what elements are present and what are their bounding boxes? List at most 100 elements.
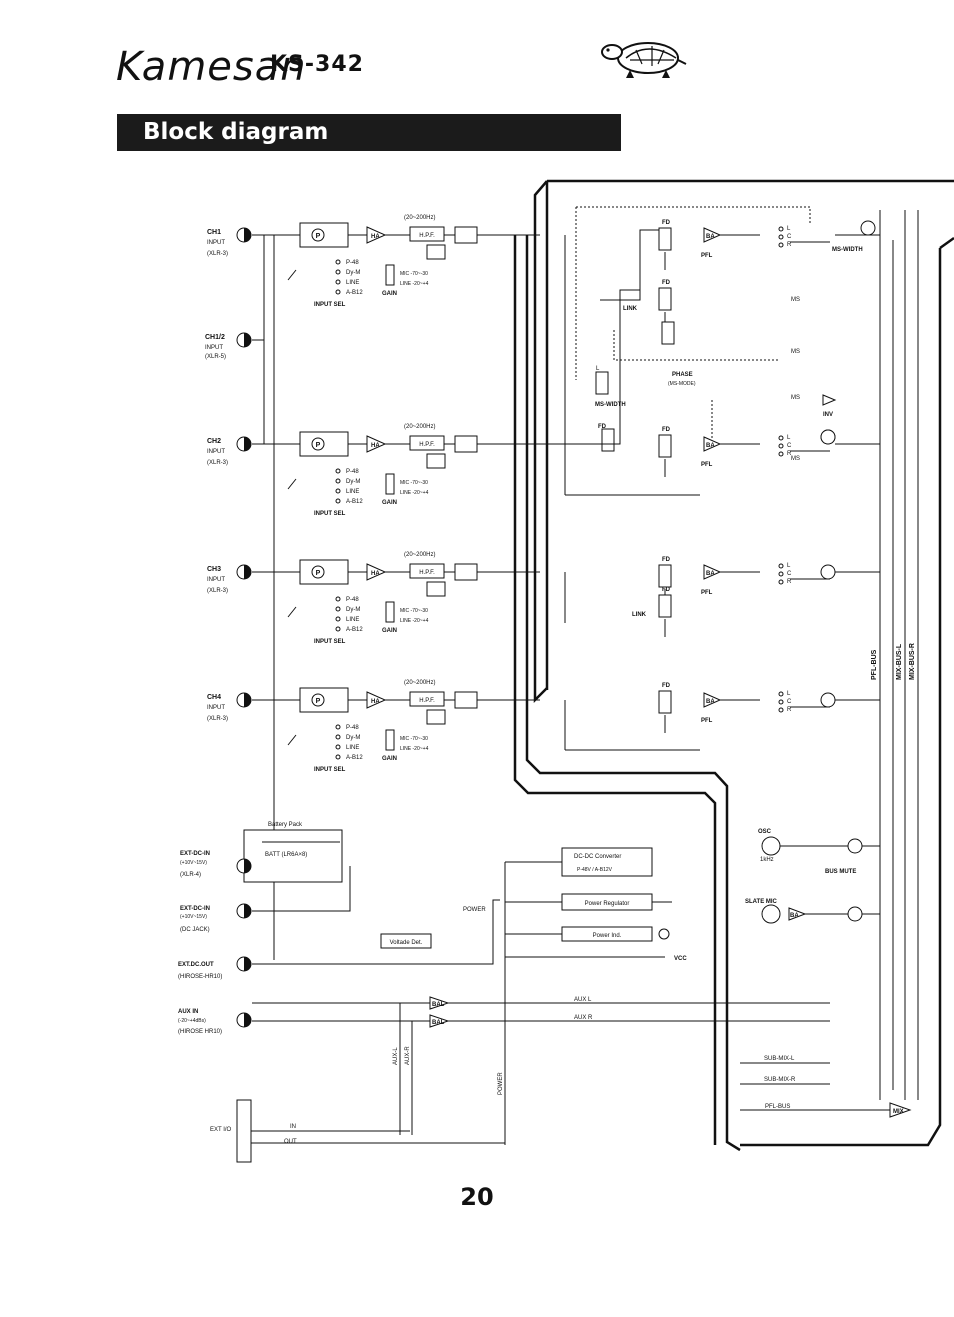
ms-label: MS bbox=[791, 297, 800, 303]
ha-label: HA bbox=[371, 699, 380, 705]
lcr-label: L bbox=[787, 435, 791, 441]
brand-logo: Kamesan bbox=[116, 44, 307, 90]
gain-label: GAIN bbox=[382, 628, 397, 634]
ha-label: HA bbox=[371, 443, 380, 449]
channel-connector-label: (XLR-3) bbox=[207, 716, 228, 722]
ms-width-label: MS-WIDTH bbox=[832, 247, 863, 253]
ms-width-label: MS-WIDTH bbox=[595, 402, 626, 408]
out-label: OUT bbox=[284, 1139, 297, 1145]
connector-fill bbox=[244, 437, 251, 451]
xlr-input-icon bbox=[236, 564, 252, 580]
input-sel-option: P-48 bbox=[346, 260, 359, 266]
selector-contact bbox=[335, 724, 341, 730]
fd-label: FD bbox=[662, 557, 671, 563]
selector-contact bbox=[335, 596, 341, 602]
hpf-switch bbox=[454, 563, 478, 581]
gain-line-label: LINE -20~+4 bbox=[400, 618, 429, 624]
hpf-knob bbox=[426, 453, 446, 469]
channel-input-label: INPUT bbox=[207, 449, 225, 455]
battery-pack-box bbox=[243, 829, 343, 883]
battery-pack-label: Battery Pack bbox=[268, 822, 303, 828]
connector-fill bbox=[244, 1013, 251, 1027]
input-sel-option: A-B12 bbox=[346, 290, 363, 296]
frame-right bbox=[740, 248, 942, 1147]
head-amp bbox=[366, 691, 387, 709]
ba-label: BA bbox=[706, 571, 715, 577]
ch12-input-label: INPUT bbox=[205, 345, 223, 351]
power-vert: POWER bbox=[498, 1072, 504, 1095]
fd-label: FD bbox=[662, 220, 671, 226]
fader-icon bbox=[601, 428, 615, 452]
lcr-contact bbox=[778, 451, 784, 457]
gain-line-label: LINE -20~+4 bbox=[400, 281, 429, 287]
buffer-amp bbox=[703, 436, 722, 452]
lcr-contact bbox=[778, 571, 784, 577]
osc-label: OSC bbox=[758, 829, 772, 835]
input-sel-label: INPUT SEL bbox=[314, 302, 346, 308]
input-sel-option: P-48 bbox=[346, 725, 359, 731]
bus-label: MIX-BUS-L bbox=[896, 643, 903, 680]
connector-fill bbox=[244, 333, 251, 347]
fd-label: FD bbox=[662, 427, 671, 433]
bus-mute-label: BUS MUTE bbox=[825, 869, 856, 875]
head-amp bbox=[366, 435, 387, 453]
khz-label: 1kHz bbox=[760, 857, 774, 863]
lcr-contact bbox=[778, 691, 784, 697]
lcr-contact bbox=[778, 435, 784, 441]
gain-mic-label: MIC -70~-30 bbox=[400, 736, 428, 742]
bus-label: MIX-BUS-R bbox=[909, 643, 916, 680]
lcr-contact bbox=[778, 707, 784, 713]
hpf-label: H.P.F. bbox=[419, 233, 435, 239]
ba-label: BA bbox=[706, 699, 715, 705]
input-sel-label: INPUT SEL bbox=[314, 639, 346, 645]
input-sel-option: Dy-M bbox=[346, 735, 360, 741]
wire bbox=[540, 289, 640, 445]
ms-label: MS bbox=[791, 349, 800, 355]
gain-label: GAIN bbox=[382, 756, 397, 762]
input-sel-option: A-B12 bbox=[346, 627, 363, 633]
fader-icon bbox=[658, 287, 672, 311]
lcr-label: R bbox=[787, 579, 792, 585]
aux-r-label: AUX R bbox=[574, 1015, 593, 1021]
dashed-link bbox=[576, 206, 811, 225]
hpf-block bbox=[409, 691, 445, 707]
conn-label: (HIROSE-HR10) bbox=[178, 974, 222, 980]
lcr-label: R bbox=[787, 707, 792, 713]
selector-contact bbox=[335, 616, 341, 622]
input-sel-option: LINE bbox=[346, 489, 359, 495]
channel-label: CH1 bbox=[207, 229, 221, 236]
selector-contact bbox=[335, 606, 341, 612]
bus-route-2 bbox=[513, 235, 717, 1145]
phantom-circle bbox=[311, 228, 325, 242]
dcdc-label: DC-DC Converter bbox=[574, 854, 621, 860]
phantom-label: P bbox=[316, 233, 321, 240]
connector-fill bbox=[244, 565, 251, 579]
pan-output-icon bbox=[820, 692, 836, 708]
channel-connector-label: (XLR-3) bbox=[207, 251, 228, 257]
lcr-contact bbox=[778, 234, 784, 240]
ext-io-connector bbox=[236, 1099, 252, 1163]
connector-fill bbox=[244, 859, 251, 873]
lcr-contact bbox=[778, 242, 784, 248]
inv-label: INV bbox=[823, 412, 833, 418]
gain-pot bbox=[385, 729, 395, 751]
xlr-input-icon bbox=[236, 436, 252, 452]
connector-fill bbox=[244, 228, 251, 242]
channel-connector-label: (XLR-3) bbox=[207, 460, 228, 466]
inverter-amp bbox=[822, 394, 837, 406]
range-label: (+10V~15V) bbox=[180, 914, 207, 920]
input-sel-option: P-48 bbox=[346, 469, 359, 475]
fader-icon bbox=[658, 594, 672, 618]
mix-amp bbox=[889, 1102, 912, 1118]
channel-input-label: INPUT bbox=[207, 240, 225, 246]
ext-io-label: EXT I/O bbox=[210, 1127, 232, 1133]
lcr-label: C bbox=[787, 699, 792, 705]
pfl-label: PFL bbox=[701, 718, 713, 724]
dc-jack-icon bbox=[236, 903, 252, 919]
indicator-label: Power Ind. bbox=[593, 933, 622, 939]
ba-label: BA bbox=[706, 443, 715, 449]
input-sel-label: INPUT SEL bbox=[314, 511, 346, 517]
input-sel-option: P-48 bbox=[346, 597, 359, 603]
hpf-knob bbox=[426, 581, 446, 597]
